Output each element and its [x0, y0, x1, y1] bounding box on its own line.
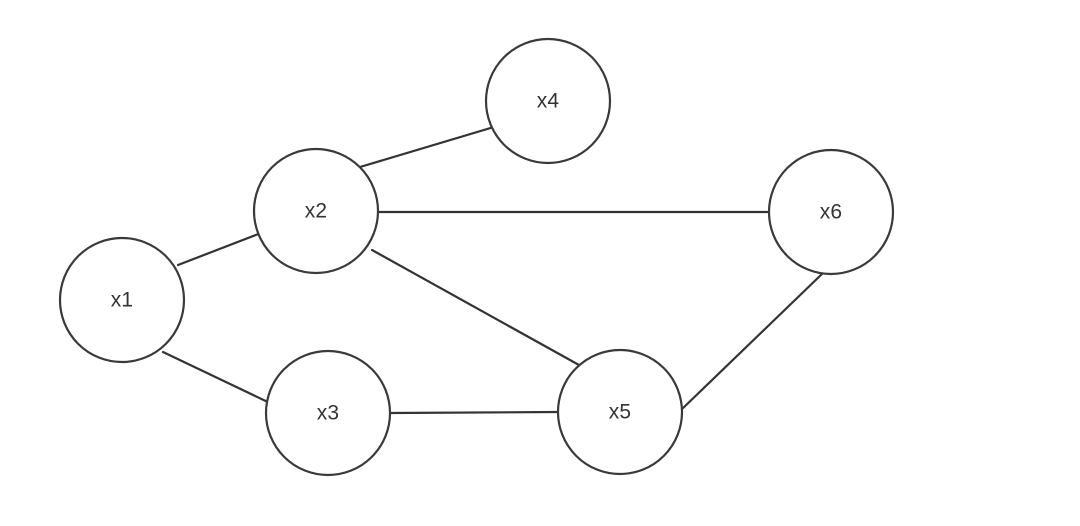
node-x6-label: x6	[820, 201, 843, 224]
node-x6-circle[interactable]	[767, 148, 895, 276]
edge-x2-x4[interactable]	[358, 125, 496, 169]
node-x5[interactable]: x5	[556, 348, 684, 476]
node-x5-circle[interactable]	[556, 348, 684, 476]
node-x2-label: x2	[305, 200, 328, 223]
edge-x3-x5[interactable]	[388, 410, 560, 415]
edge-x5-x6[interactable]	[679, 271, 825, 412]
edge-x1-x3[interactable]	[161, 350, 274, 406]
node-x4[interactable]: x4	[484, 37, 612, 165]
node-x4-circle[interactable]	[484, 37, 612, 165]
node-x3[interactable]: x3	[264, 349, 392, 477]
node-x3-circle[interactable]	[264, 349, 392, 477]
edge-x1-x2[interactable]	[176, 231, 263, 267]
node-x3-label: x3	[317, 402, 340, 425]
node-x2-circle[interactable]	[252, 147, 380, 275]
node-x5-label: x5	[609, 401, 632, 424]
node-x1[interactable]: x1	[58, 236, 186, 364]
node-x1-circle[interactable]	[58, 236, 186, 364]
nodes-layer: x1 x2 x3 x4 x5 x6	[58, 37, 895, 477]
node-x2[interactable]: x2	[252, 147, 380, 275]
edge-x2-x5[interactable]	[370, 248, 581, 367]
node-x6[interactable]: x6	[767, 148, 895, 276]
edges-layer	[161, 125, 825, 415]
node-x1-label: x1	[111, 289, 134, 312]
node-x4-label: x4	[537, 90, 560, 113]
